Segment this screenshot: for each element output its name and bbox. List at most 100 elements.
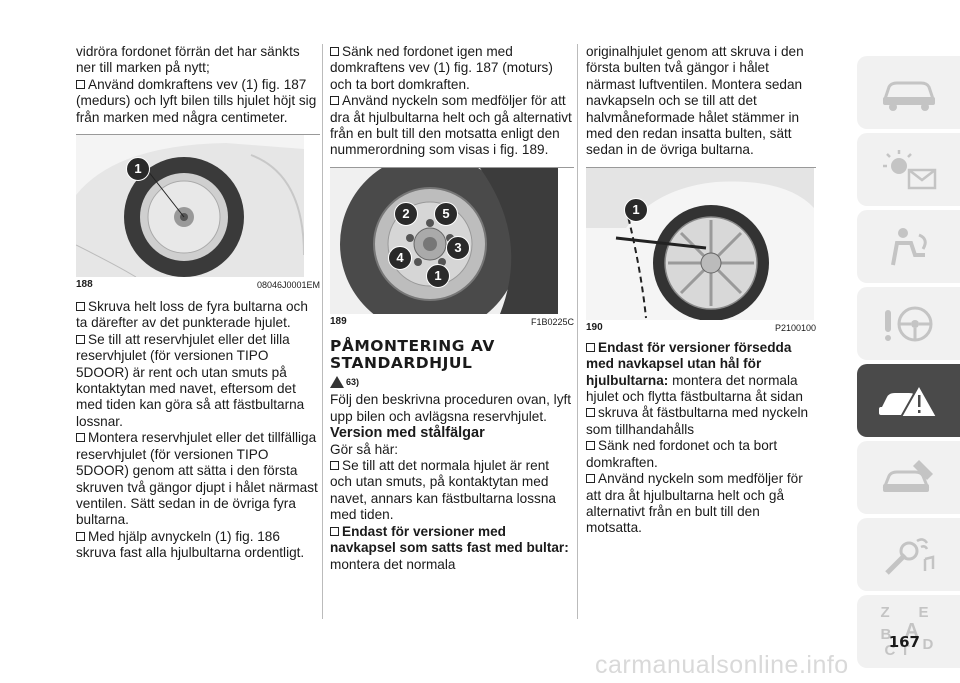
steering-wheel-icon	[884, 306, 932, 341]
bullet-bold-text: Endast för versioner med navkapsel som s…	[330, 523, 569, 556]
checkbox-bullet-icon	[76, 531, 85, 541]
wheel-bolt-order-illustration	[330, 167, 558, 314]
bullet-item: Se till att reservhjulet eller det lilla…	[76, 332, 320, 430]
checkbox-bullet-icon	[330, 96, 339, 106]
bullet-item: Med hjälp avnyckeln (1) fig. 186 skruva …	[76, 529, 320, 562]
checkbox-bullet-icon	[586, 441, 595, 451]
callout-1: 1	[126, 157, 150, 182]
paragraph: Följ den beskrivna proceduren ovan, lyft…	[330, 392, 572, 424]
callout-2: 2	[394, 201, 418, 226]
column-divider	[577, 44, 578, 619]
bullet-item: Använd domkraftens vev (1) fig. 187 (med…	[76, 77, 320, 126]
column-divider	[322, 44, 323, 619]
figure-190: 1 190 P2100100	[586, 166, 816, 334]
section-heading: PÅMONTERING AV STANDARDHJUL	[330, 336, 495, 372]
chapter-sidebar: Z E A B C T D	[857, 56, 960, 672]
paragraph: Gör så här:	[330, 441, 398, 457]
airbag-seat-icon	[890, 227, 927, 265]
tab-emergency[interactable]	[857, 364, 960, 437]
checkbox-bullet-icon	[76, 302, 85, 312]
bullet-item: Montera reservhjulet eller det tillfälli…	[76, 430, 320, 528]
figure-code: P2100100	[774, 322, 816, 333]
column-2: Sänk ned fordonet igen med domkraftens v…	[330, 44, 574, 573]
tab-dashboard-lights[interactable]	[857, 133, 960, 206]
figure-caption: 188 08046J0001EM	[76, 277, 320, 291]
subheading: Version med stålfälgar	[330, 425, 485, 442]
tab-maintenance[interactable]	[857, 441, 960, 514]
bullet-item: Endast för versioner med navkapsel som s…	[330, 524, 574, 573]
tab-multimedia[interactable]	[857, 518, 960, 591]
bullet-text: Sänk ned fordonet och ta bort domkraften…	[586, 438, 778, 470]
callout-5: 5	[434, 201, 458, 226]
dashboard-lights-icon	[882, 149, 936, 189]
tab-safety[interactable]	[857, 210, 960, 283]
bullet-item: skruva åt fästbultarna med nyckeln som t…	[586, 405, 816, 438]
figure-number: 188	[76, 279, 93, 291]
index-letter: B	[880, 625, 892, 643]
checkbox-bullet-icon	[586, 408, 595, 418]
bullet-item: Använd nyckeln som medföljer för att dra…	[586, 471, 816, 537]
checkbox-bullet-icon	[330, 526, 339, 536]
paragraph: vidröra fordonet förrän det har sänkts n…	[76, 44, 300, 76]
bullet-item: Endast för versioner försedda med navkap…	[586, 340, 816, 406]
bullet-text: Se till att reservhjulet eller det lilla…	[76, 331, 305, 429]
callout-4: 4	[388, 245, 412, 270]
warning-triangle-icon	[330, 376, 344, 389]
warning-triangle-icon	[878, 382, 939, 418]
figure-code: F1B0225C	[530, 316, 574, 327]
bullet-item: Skruva helt loss de fyra bultarna och ta…	[76, 299, 320, 332]
paragraph: originalhjulet genom att skruva i den fö…	[586, 44, 804, 158]
alphabet-index-icon: Z E A B C T D	[877, 604, 941, 660]
figure-caption: 190 P2100100	[586, 320, 816, 334]
warning-reference: 63)	[330, 374, 359, 390]
bullet-item: Se till att det normala hjulet är rent o…	[330, 458, 574, 524]
bullet-text: Montera reservhjulet eller det tillfälli…	[76, 430, 318, 528]
tab-index[interactable]: Z E A B C T D	[857, 595, 960, 668]
figure-caption: 189 F1B0225C	[330, 314, 574, 328]
bullet-text: Se till att det normala hjulet är rent o…	[330, 458, 556, 523]
watermark: carmanualsonline.info	[595, 651, 849, 679]
multimedia-icon	[884, 537, 934, 575]
warning-ref-text: 63)	[346, 376, 360, 387]
index-letter: A	[904, 619, 919, 642]
bullet-text: Använd nyckeln som medföljer för att dra…	[586, 471, 803, 536]
callout-1: 1	[624, 197, 648, 222]
bullet-item: Sänk ned fordonet igen med domkraftens v…	[330, 44, 574, 93]
bullet-bold-text: Endast för versioner försedda med navkap…	[586, 339, 792, 388]
bullet-text: Använd nyckeln som medföljer för att dra…	[330, 93, 572, 158]
tab-car[interactable]	[857, 56, 960, 129]
checkbox-bullet-icon	[586, 342, 595, 352]
tab-driving[interactable]	[857, 287, 960, 360]
bullet-text: Använd domkraftens vev (1) fig. 187 (med…	[76, 76, 317, 125]
bullet-text: montera det normala	[330, 556, 456, 572]
checkbox-bullet-icon	[76, 433, 85, 443]
bullet-item: Sänk ned fordonet och ta bort domkraften…	[586, 438, 816, 471]
figure-code: 08046J0001EM	[256, 280, 320, 291]
bullet-text: Skruva helt loss de fyra bultarna och ta…	[76, 299, 308, 331]
figure-number: 190	[586, 321, 603, 333]
bullet-text: Sänk ned fordonet igen med domkraftens v…	[330, 44, 553, 92]
checkbox-bullet-icon	[76, 334, 85, 344]
callout-1: 1	[426, 263, 450, 288]
checkbox-bullet-icon	[330, 461, 339, 471]
column-3: originalhjulet genom att skruva i den fö…	[586, 44, 816, 537]
index-letter: Z	[880, 603, 890, 621]
figure-188: 1 188 08046J0001EM	[76, 134, 320, 291]
car-service-icon	[882, 459, 933, 492]
hubcap-wheel-illustration	[586, 167, 814, 320]
car-icon	[882, 81, 935, 111]
checkbox-bullet-icon	[76, 79, 85, 89]
bullet-item: Använd nyckeln som medföljer för att dra…	[330, 93, 574, 159]
page-number: 167	[888, 633, 920, 651]
figure-number: 189	[330, 315, 347, 327]
bullet-text: skruva åt fästbultarna med nyckeln som t…	[586, 405, 809, 437]
bullet-text: Med hjälp avnyckeln (1) fig. 186 skruva …	[76, 528, 305, 561]
index-letter: T	[900, 641, 910, 659]
wheel-jack-illustration	[76, 135, 304, 278]
index-letter: E	[918, 603, 929, 621]
checkbox-bullet-icon	[586, 474, 595, 484]
index-letter: C	[884, 641, 896, 659]
callout-3: 3	[446, 235, 470, 260]
column-1: vidröra fordonet förrän det har sänkts n…	[76, 44, 320, 562]
index-letter: D	[922, 635, 934, 653]
